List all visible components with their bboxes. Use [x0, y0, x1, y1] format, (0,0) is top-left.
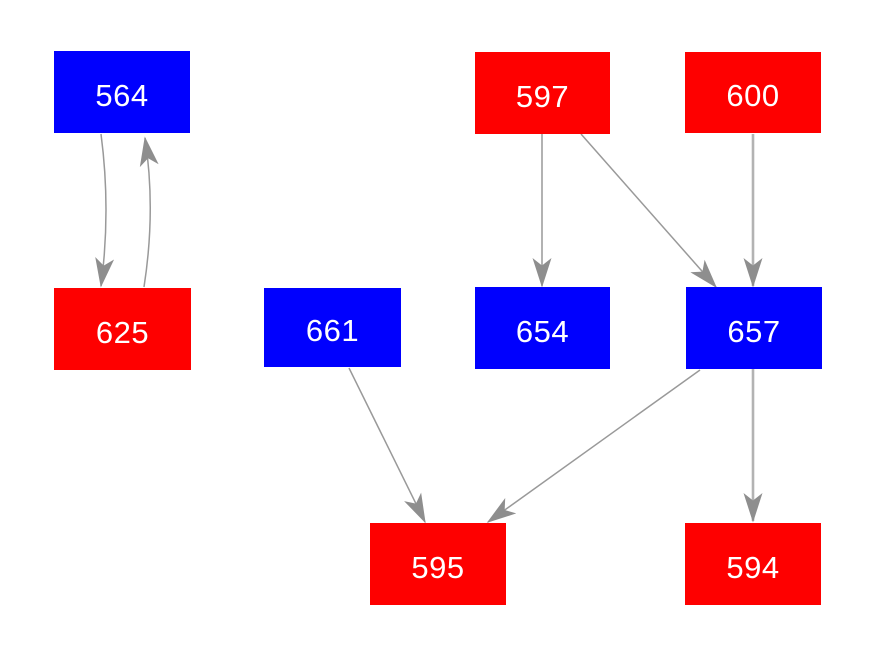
node-label-595: 595 [411, 549, 465, 585]
node-595: 595 [370, 523, 506, 605]
node-654: 654 [475, 287, 610, 369]
node-600: 600 [685, 52, 821, 133]
node-label-597: 597 [515, 78, 570, 114]
node-label-564: 564 [95, 77, 149, 113]
edge-625-564 [139, 136, 159, 288]
node-661: 661 [264, 288, 401, 367]
node-label-657: 657 [727, 313, 781, 349]
node-label-654: 654 [515, 313, 570, 349]
node-594: 594 [685, 523, 821, 605]
edge-group [95, 133, 763, 524]
edge-657-595 [486, 369, 701, 523]
edge-661-595 [348, 367, 426, 524]
node-597: 597 [475, 52, 610, 134]
edge-597-657 [580, 133, 717, 289]
node-label-661: 661 [305, 313, 360, 348]
node-625: 625 [54, 288, 191, 370]
node-657: 657 [686, 287, 822, 369]
edge-564-625 [95, 133, 115, 288]
node-label-625: 625 [95, 314, 150, 350]
node-label-594: 594 [726, 549, 780, 585]
node-564: 564 [54, 51, 190, 133]
node-label-600: 600 [726, 78, 780, 113]
